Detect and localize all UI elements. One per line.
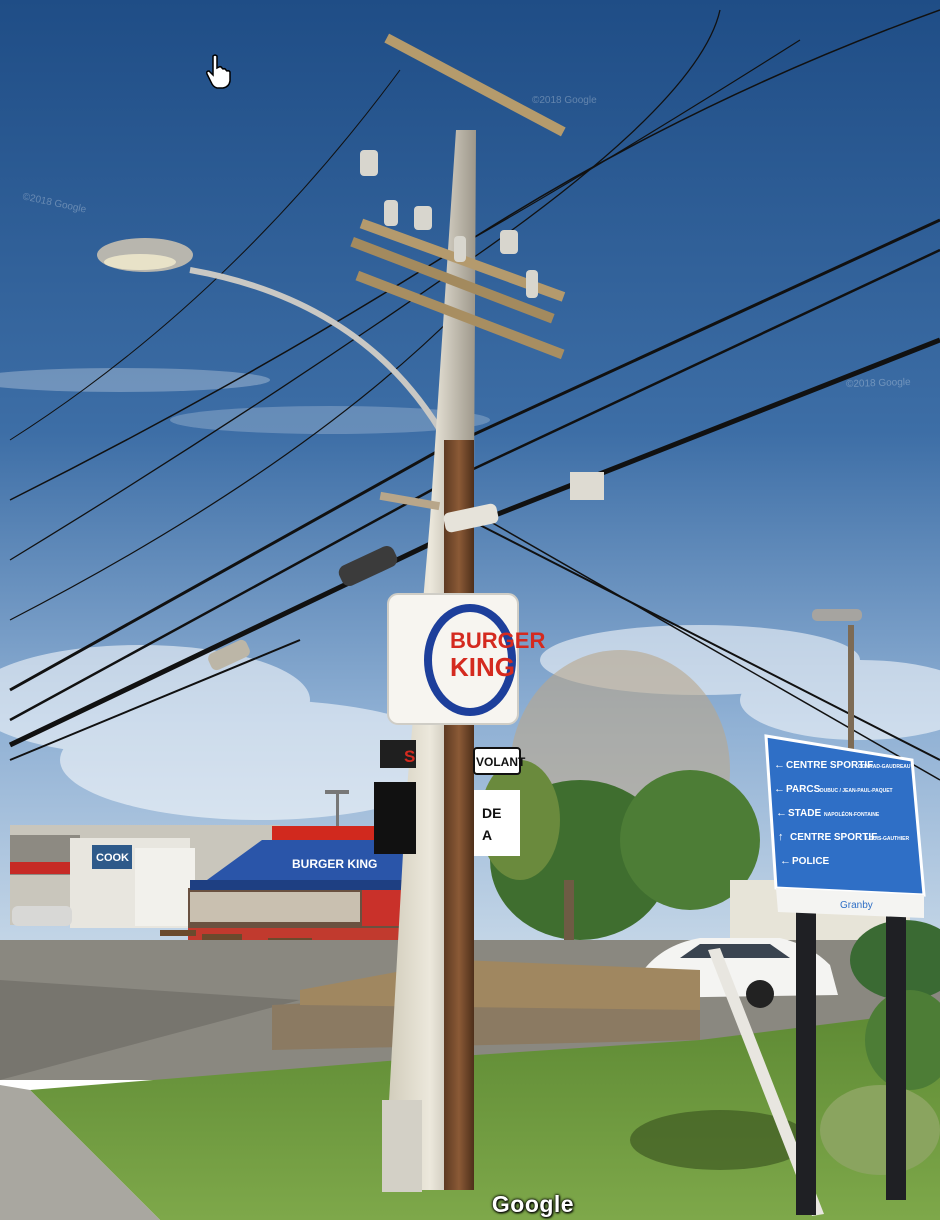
bk-sign-bottom: KING	[450, 652, 515, 682]
sign-row-4-main: CENTRE SPORTIF	[790, 832, 877, 843]
watermark-2: ©2018 Google	[532, 95, 597, 106]
street-light	[97, 238, 443, 432]
left-car	[12, 906, 72, 926]
sign-row-2-main: PARCS	[786, 784, 821, 795]
sign-row-1-arrow: ←	[774, 759, 785, 771]
hand-cursor-icon	[206, 54, 231, 89]
sign-row-2-small: DUBUC / JEAN-PAUL-PAQUET	[820, 788, 893, 794]
watermark-3: ©2018 Google	[845, 376, 911, 391]
sign-row-4-small: LOUIS-GAUTHIER	[866, 836, 909, 842]
directional-sign: Granby ← CENTRE SPORTIF CONRAD-GAUDREAU …	[764, 734, 926, 1215]
shadow	[630, 1110, 810, 1170]
utility-pole	[208, 33, 604, 1192]
sign-row-4-arrow: ↑	[778, 831, 784, 843]
small-sign-left: S	[404, 747, 415, 766]
sign-row-1-small: CONRAD-GAUDREAU	[858, 764, 911, 770]
sign-row-2-arrow: ←	[774, 783, 785, 795]
bk-sign-top: BURGER	[450, 628, 545, 653]
left-store-sign: COOK	[96, 852, 129, 864]
tree	[480, 650, 760, 970]
sign-row-3-arrow: ←	[776, 807, 787, 819]
sign-row-1-main: CENTRE SPORTIF	[786, 760, 873, 771]
road	[0, 980, 300, 1080]
sign-row-3-main: STADE	[788, 808, 821, 819]
bk-pylon-sign: BURGER KING S VOLANT DE A	[374, 593, 545, 856]
lower-sign-line-1: DE	[482, 805, 501, 821]
sign-footer: Granby	[840, 900, 873, 911]
sign-support-post	[708, 948, 824, 1216]
burger-king-building: BURGER KING	[188, 826, 420, 948]
small-sign-right: VOLANT	[476, 755, 526, 769]
building-bk-sign: BURGER KING	[292, 857, 377, 871]
lower-sign-line-2: A	[482, 827, 492, 843]
google-attribution: Google	[491, 1191, 575, 1217]
sign-row-3-small: NAPOLÉON-FONTAINE	[824, 810, 880, 818]
sign-row-5-arrow: ←	[780, 855, 791, 867]
sidewalk	[0, 1085, 160, 1220]
right-light-pole	[812, 609, 862, 755]
sign-row-5-main: POLICE	[792, 856, 830, 867]
